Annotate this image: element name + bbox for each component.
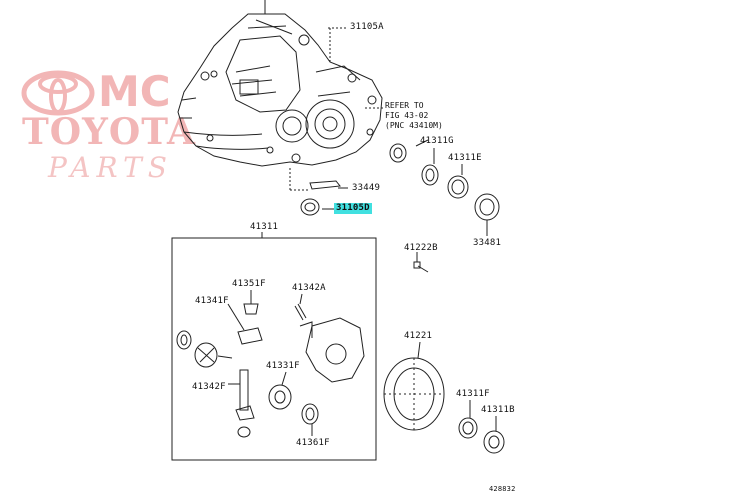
dealer-logo: MC TOYOTA PARTS [20, 67, 195, 188]
part-label-41311e[interactable]: 41311E [448, 153, 482, 163]
part-label-33449[interactable]: 33449 [352, 183, 381, 193]
part-label-41221[interactable]: 41221 [404, 331, 433, 341]
reference-note-line: FIG 43-02 [385, 111, 429, 120]
logo-mc-text: MC [98, 67, 171, 116]
part-label-41311b[interactable]: 41311B [481, 405, 515, 415]
reference-note-line: (PNC 43410M) [385, 121, 443, 130]
part-label-41341f[interactable]: 41341F [195, 296, 229, 306]
part-label-41342a[interactable]: 41342A [292, 283, 326, 293]
transaxle-case-drawing [177, 0, 383, 167]
part-label-41361f[interactable]: 41361F [296, 438, 330, 448]
part-label-41311f[interactable]: 41311F [456, 389, 490, 399]
part-label-41351f[interactable]: 41351F [232, 279, 266, 289]
reference-note-line: REFER TO [385, 101, 424, 110]
reference-note: REFER TO FIG 43-02 (PNC 43410M) [385, 101, 443, 131]
toyota-emblem-icon [21, 70, 95, 116]
logo-parts-text: PARTS [48, 151, 173, 184]
diagram-number: 428832 [489, 485, 516, 493]
part-label-41222b[interactable]: 41222B [404, 243, 438, 253]
part-label-41342f[interactable]: 41342F [192, 382, 226, 392]
part-label-33481[interactable]: 33481 [473, 238, 502, 248]
part-label-31105a[interactable]: 31105A [350, 22, 384, 32]
logo-toyota-text: TOYOTA [22, 111, 196, 153]
part-label-31105d-highlighted[interactable]: 31105D [334, 203, 372, 214]
part-label-41311g[interactable]: 41311G [420, 136, 454, 146]
part-label-41311[interactable]: 41311 [250, 222, 279, 232]
part-label-41331f[interactable]: 41331F [266, 361, 300, 371]
